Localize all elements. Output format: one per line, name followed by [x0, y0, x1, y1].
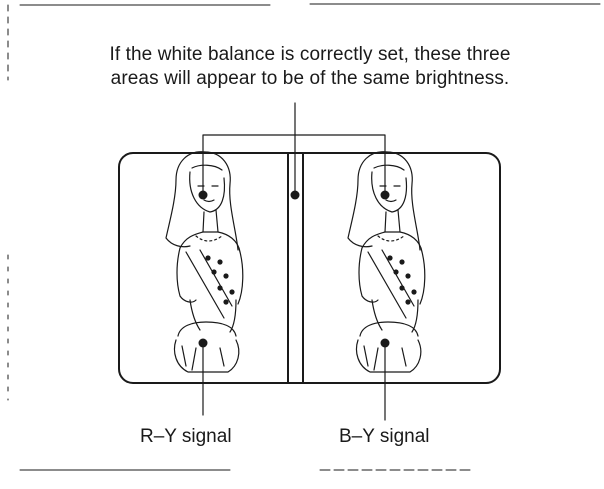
right-figure — [347, 151, 426, 421]
left-figure — [165, 151, 244, 416]
caption-line-2: areas will appear to be of the same brig… — [110, 68, 510, 89]
center-divider — [287, 152, 304, 384]
right-face-marker — [380, 190, 390, 200]
center-area-marker — [290, 190, 300, 200]
bracket-connector — [202, 102, 386, 194]
b-y-signal-label: B–Y signal — [339, 426, 430, 447]
caption-line-1: If the white balance is correctly set, t… — [109, 44, 511, 65]
left-skirt-marker — [198, 338, 208, 348]
right-dress-dots — [387, 255, 417, 305]
r-y-signal-label: R–Y signal — [140, 426, 232, 447]
right-skirt-marker — [380, 338, 390, 348]
left-face-marker — [198, 190, 208, 200]
monitor-frame — [118, 152, 501, 384]
page-border — [7, 3, 601, 471]
left-dress-dots — [205, 255, 235, 305]
